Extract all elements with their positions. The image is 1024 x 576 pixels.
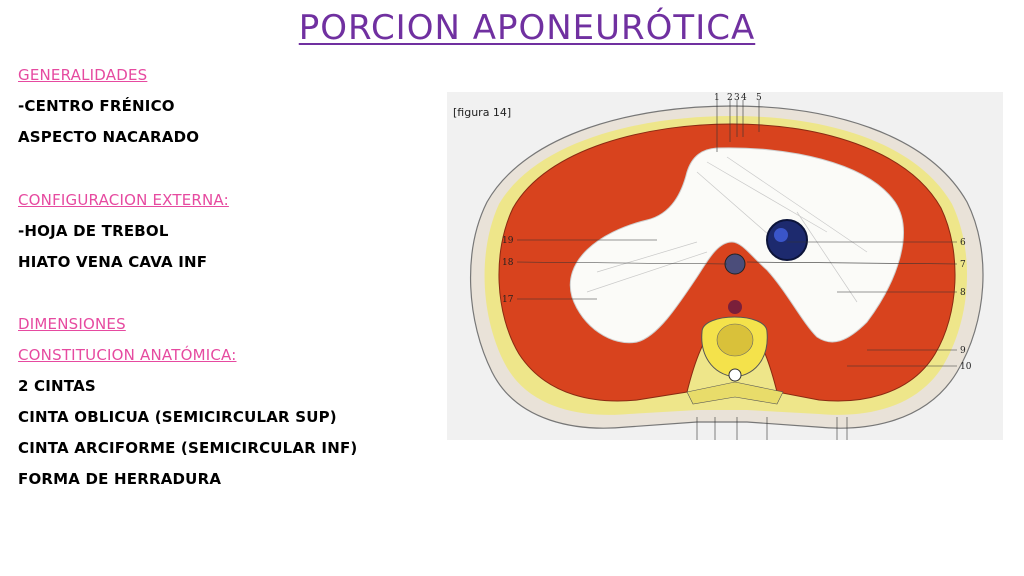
tendon-fibers [586,156,868,303]
label-7: 7 [960,260,966,270]
spinal-canal [728,368,742,382]
label-4: 4 [741,93,747,103]
text-2-cintas: 2 CINTAS [18,377,96,395]
vena-cava-highlight [774,228,788,242]
central-tendon [569,147,904,344]
label-2: 2 [727,93,733,103]
heading-configuracion-externa: CONFIGURACION EXTERNA: [18,191,229,209]
leader-lines [516,100,958,367]
label-9: 9 [960,346,966,356]
label-18: 18 [502,258,514,268]
figure-caption: [figura 14] [453,106,511,119]
diaphragm-illustration: [figura 14] [453,93,984,440]
text-centro-frenico: -CENTRO FRÉNICO [18,97,175,115]
esophageal-opening [724,253,746,275]
heading-generalidades: GENERALIDADES [18,66,148,84]
label-17: 17 [502,295,514,305]
text-hoja-de-trebol: -HOJA DE TREBOL [18,222,169,240]
text-cinta-arciforme: CINTA ARCIFORME (SEMICIRCULAR INF) [18,439,358,457]
label-8: 8 [960,288,966,298]
heading-dimensiones: DIMENSIONES [18,315,126,333]
text-cinta-oblicua: CINTA OBLICUA (SEMICIRCULAR SUP) [18,408,337,426]
label-5: 5 [756,93,762,103]
vertebral-processes [686,381,784,405]
text-forma-de-herradura: FORMA DE HERRADURA [18,470,222,488]
vena-cava-opening [766,219,808,261]
heading-constitucion-anatomica: CONSTITUCION ANATÓMICA: [18,346,237,364]
bottom-leader-lines [696,417,848,440]
label-3: 3 [734,93,740,103]
label-6: 6 [960,238,966,248]
text-hiato-vena-cava: HIATO VENA CAVA INF [18,253,208,271]
label-10: 10 [960,362,972,372]
text-aspecto-nacarado: ASPECTO NACARADO [18,128,200,146]
vertebral-body [716,323,754,357]
aortic-opening [728,300,742,314]
label-19: 19 [502,236,514,246]
label-1: 1 [714,93,720,103]
slide-title: PORCION APONEURÓTICA [298,8,756,48]
diaphragm-figure: [figura 14] [447,92,1003,440]
